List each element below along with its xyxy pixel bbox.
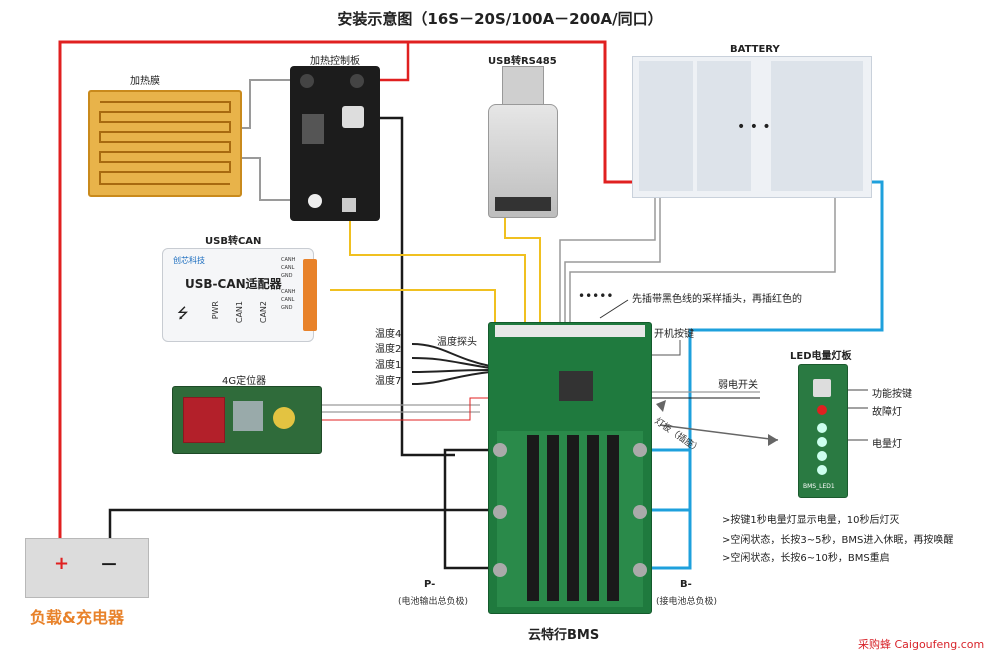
bms-name-label: 云特行BMS xyxy=(528,628,600,643)
led-board: BMS_LED1 xyxy=(798,364,848,498)
bms-board xyxy=(488,322,652,614)
led-board-label: LED电量灯板 xyxy=(790,351,852,362)
port-label-can2: CAN2 xyxy=(259,301,268,324)
grey-sample-wire-3 xyxy=(569,188,836,322)
battery-cell xyxy=(639,61,693,191)
bms-mosfet-area xyxy=(497,431,643,607)
note-line-2: >空闲状态，长按3~5秒，BMS进入休眠，再按唤醒 xyxy=(722,535,954,546)
usb-can-device-name: USB-CAN适配器 xyxy=(185,277,282,291)
power-button-label: 开机按键 xyxy=(654,329,694,340)
p-minus-label: P- xyxy=(424,579,436,590)
usb-rs485-label: USB转RS485 xyxy=(488,56,557,67)
b-minus-label: B- xyxy=(680,579,692,590)
yellow-rs485-wire xyxy=(504,212,541,325)
sample-note-pointer xyxy=(599,299,629,319)
temp-label: 温度2 xyxy=(375,344,402,355)
sample-dots: ••••• xyxy=(578,289,614,303)
battery-cell xyxy=(809,61,863,191)
black-negative-wire xyxy=(108,508,520,548)
temp-label: 温度1 xyxy=(375,360,402,371)
can-side-label: CANL xyxy=(281,265,295,271)
black-p-minus-wire-2 xyxy=(443,510,495,570)
sim-module xyxy=(183,397,225,443)
port-label-pwr: PWR xyxy=(211,301,220,320)
level-led xyxy=(817,465,827,475)
level-led xyxy=(817,423,827,433)
site-watermark: 采购蜂 Caigoufeng.com xyxy=(858,638,985,651)
p-minus-terminal xyxy=(493,443,507,457)
plus-sign: + xyxy=(54,553,70,574)
can-terminal-block xyxy=(303,259,317,331)
battery-pack: • • • xyxy=(632,56,872,198)
fault-led xyxy=(817,405,827,415)
red-positive-wire xyxy=(58,40,648,550)
heater-film-trace xyxy=(99,101,231,185)
black-p-minus-wire xyxy=(443,448,495,510)
temp-label: 温度7 xyxy=(375,376,402,387)
usb-can-label: USB转CAN xyxy=(205,236,262,247)
heater-film xyxy=(88,90,242,197)
function-button[interactable] xyxy=(813,379,831,397)
led-board-id: BMS_LED1 xyxy=(803,483,835,490)
b-minus-terminal xyxy=(633,563,647,577)
blue-b-minus-wire-2 xyxy=(650,450,692,512)
usb-can-adapter: 创芯科技 USB-CAN适配器 ⭍ PWR CAN1 CAN2 CANH CAN… xyxy=(162,248,317,342)
diagram-title: 安装示意图（16S－20S/100A－200A/同口） xyxy=(337,10,663,28)
black-heater-wire xyxy=(365,116,455,457)
yellow-can-wire xyxy=(330,289,496,325)
usb-plug xyxy=(502,66,544,108)
weak-switch-label: 弱电开关 xyxy=(718,380,758,391)
grey-sample-wire-2 xyxy=(564,188,661,322)
temp-label: 温度4 xyxy=(375,329,402,340)
p-minus-terminal xyxy=(493,563,507,577)
usb-can-brand: 创芯科技 xyxy=(173,256,205,265)
minus-sign: － xyxy=(100,555,118,576)
red-locator-wire xyxy=(320,397,490,421)
led-label-function-button: 功能按键 xyxy=(872,389,912,400)
heater-board-label: 加热控制板 xyxy=(310,56,360,67)
temp-probe-label: 温度探头 xyxy=(437,337,477,348)
heater-control-board xyxy=(290,66,380,221)
locator-4g-label: 4G定位器 xyxy=(222,376,267,387)
note-line-3: >空闲状态，长按6~10秒，BMS重启 xyxy=(722,553,890,564)
p-minus-note: (电池输出总负极) xyxy=(398,597,469,607)
blue-b-minus-wire-3 xyxy=(650,510,692,570)
note-line-1: >按键1秒电量灯显示电量，10秒后灯灭 xyxy=(722,515,900,526)
can-side-label: GND xyxy=(281,273,293,279)
battery-ellipsis: • • • xyxy=(737,119,771,135)
p-minus-terminal xyxy=(493,505,507,519)
bms-connector-row xyxy=(495,325,645,337)
b-minus-terminal xyxy=(633,443,647,457)
b-minus-note: (接电池总负极) xyxy=(656,597,718,607)
can-side-label: CANH xyxy=(281,257,296,263)
temp-probe-wires xyxy=(412,343,491,385)
light-board-arrow xyxy=(659,424,779,441)
bms-chip xyxy=(559,371,593,401)
level-led xyxy=(817,451,827,461)
heater-film-label: 加热膜 xyxy=(130,76,160,87)
blue-battery-negative-wire xyxy=(650,180,884,452)
port-label-can1: CAN1 xyxy=(235,301,244,324)
power-button-pointer xyxy=(650,340,681,356)
can-side-label: CANH xyxy=(281,289,296,295)
led-label-level: 电量灯 xyxy=(872,439,902,450)
battery-cell xyxy=(697,61,751,191)
can-side-label: CANL xyxy=(281,297,295,303)
locator-4g-board xyxy=(172,386,322,454)
sample-note: 先插带黑色线的采样插头，再插红色的 xyxy=(632,294,802,305)
usb-rs485-adapter xyxy=(488,104,558,218)
yellow-heater-wire xyxy=(349,200,526,325)
can-side-labels: CANH CANL GND CANH CANL GND xyxy=(281,257,296,333)
level-led xyxy=(817,437,827,447)
grey-sample-wire-1 xyxy=(559,188,656,322)
load-charger-label: 负载&充电器 xyxy=(30,608,124,627)
can-side-label: GND xyxy=(281,305,293,311)
usb-symbol-icon: ⭍ xyxy=(177,306,189,322)
load-charger-box: + － xyxy=(25,538,149,598)
led-label-fault: 故障灯 xyxy=(872,407,902,418)
battery-label: BATTERY xyxy=(730,44,780,55)
b-minus-terminal xyxy=(633,505,647,519)
